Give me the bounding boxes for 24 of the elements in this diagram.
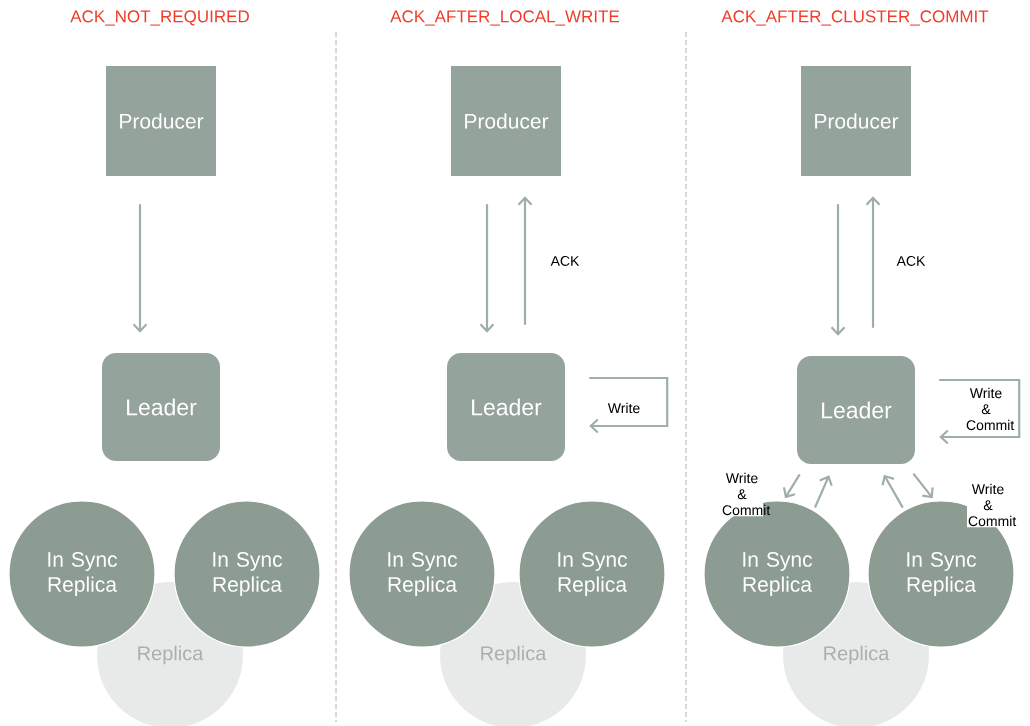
producer-box: Producer [106, 66, 216, 176]
arrow [132, 204, 148, 333]
leader-box: Leader [797, 356, 915, 464]
arrow [589, 376, 669, 434]
arrow [881, 474, 904, 509]
leader-box: Leader [447, 353, 565, 461]
arrow [830, 204, 846, 336]
edge-label: ACK [890, 255, 932, 267]
edge-label: ACK [544, 255, 586, 267]
panel-title: ACK_AFTER_CLUSTER_COMMIT [721, 10, 989, 26]
arrow [939, 378, 1021, 445]
panel-title: ACK_AFTER_LOCAL_WRITE [390, 10, 620, 26]
arrow [479, 204, 495, 333]
producer-box: Producer [801, 66, 911, 176]
producer-box: Producer [451, 66, 561, 176]
edge-label: Write [603, 401, 645, 415]
leader-box: Leader [102, 353, 220, 461]
arrow [782, 473, 801, 499]
arrow [814, 475, 833, 508]
edge-label: Write & Commit [965, 386, 1015, 432]
arrow [912, 472, 934, 499]
panel-title: ACK_NOT_REQUIRED [70, 10, 249, 26]
arrow [517, 196, 533, 325]
arrow [865, 196, 881, 328]
